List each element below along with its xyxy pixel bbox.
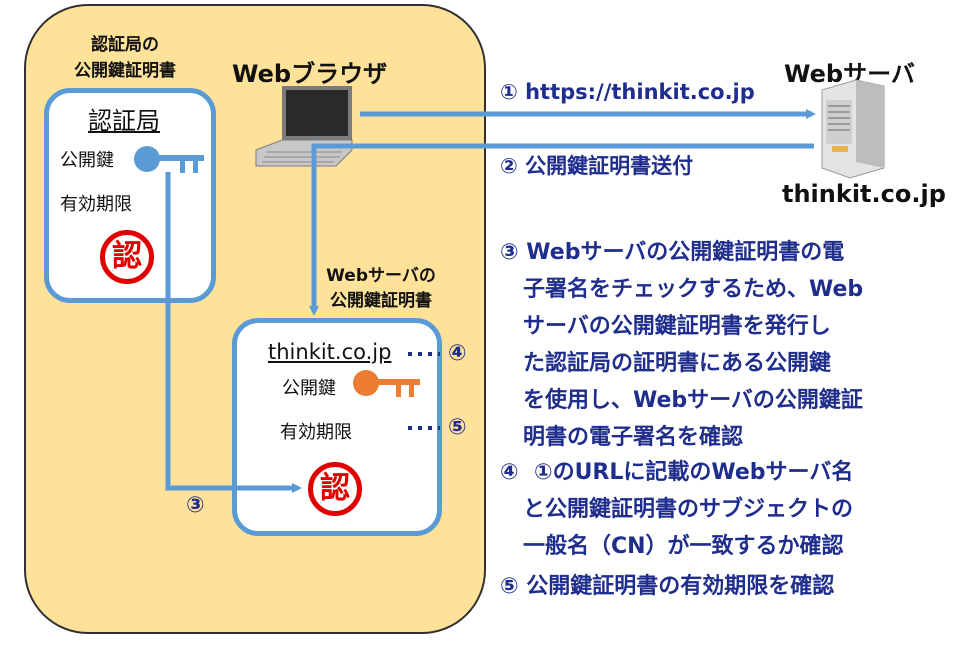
ca-public-key-label: 公開鍵 (60, 150, 114, 171)
arrow-3 (165, 172, 302, 493)
step-3-description: ③ Webサーバの公開鍵証明書の電 子署名をチェックするため、Web サーバの公… (500, 240, 864, 450)
server-cert-validity-label: 有効期限 (280, 422, 352, 443)
marker-3: ③ (186, 493, 205, 518)
step-2-label: ② 公開鍵証明書送付 (500, 154, 694, 178)
marker-4: ④ (448, 341, 467, 366)
browser-title: Webブラウザ (232, 60, 388, 88)
step-1-label: ① https://thinkit.co.jp (500, 80, 755, 104)
laptop-icon (255, 86, 353, 167)
arrow-2 (309, 143, 814, 316)
step-4-description: ④ ①のURLに記載のWebサーバ名 と公開鍵証明書のサブジェクトの 一般名（C… (500, 460, 854, 559)
ca-heading: 認証局の 公開鍵証明書 (74, 35, 176, 81)
server-icon (821, 79, 885, 179)
ca-title: 認証局 (88, 107, 160, 135)
server-cert-seal: 認 (308, 462, 362, 516)
step-5-description: ⑤ 公開鍵証明書の有効期限を確認 (500, 574, 835, 599)
ca-key-icon (134, 146, 204, 173)
server-cert-public-key-label: 公開鍵 (282, 378, 336, 399)
server-key-icon (353, 370, 420, 397)
ca-seal: 認 (100, 230, 154, 284)
server-cert-heading: Webサーバの 公開鍵証明書 (326, 266, 436, 311)
server-domain: thinkit.co.jp (782, 180, 946, 208)
ca-validity-label: 有効期限 (60, 194, 132, 215)
server-cert-domain: thinkit.co.jp (268, 340, 392, 364)
marker-5: ⑤ (448, 415, 467, 440)
